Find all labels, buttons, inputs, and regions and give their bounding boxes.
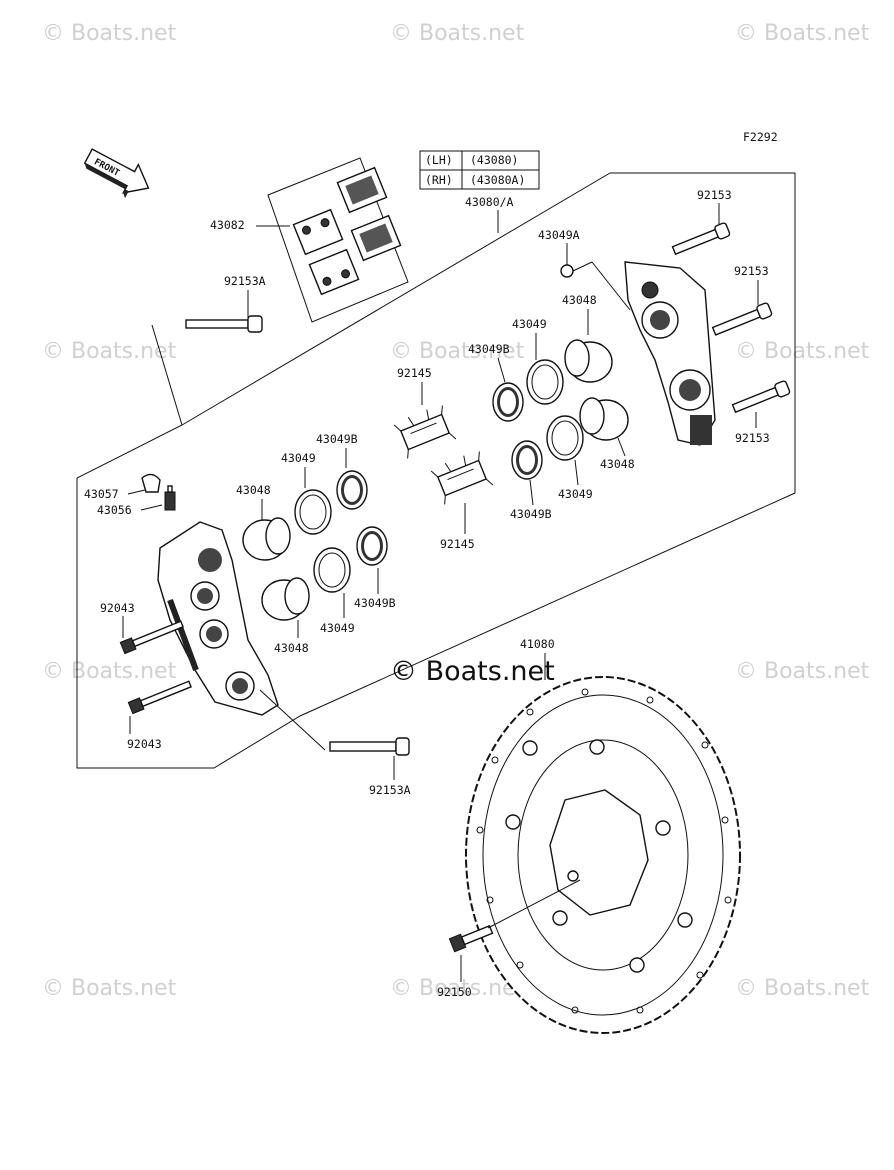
bolt-92043-l2	[127, 680, 192, 715]
watermark: © Boats.net	[42, 976, 177, 1001]
label-pads: 43082	[210, 218, 245, 232]
bolt-92153-r1	[671, 222, 731, 256]
label-seal-r-top-b: 43049B	[468, 342, 510, 356]
seal-43049-l-bot	[313, 547, 351, 593]
piston-43048-l-bot	[261, 577, 310, 621]
caliper-table: (LH) (43080) (RH) (43080A) 43080/A	[419, 150, 540, 233]
label-disc-bolt: 92150	[437, 985, 472, 999]
watermark: © Boats.net	[735, 659, 870, 684]
label-seal-r-bot-b: 43049B	[510, 507, 552, 521]
label-piston-r-bot: 43048	[600, 457, 635, 471]
watermark: © Boats.net	[390, 976, 525, 1001]
assembly-outline	[76, 172, 796, 769]
label-seal-l-top: 43049	[281, 451, 316, 465]
watermark: © Boats.net	[42, 659, 177, 684]
pad-spring-92145-top	[393, 405, 457, 459]
bolt-92153a-lower	[329, 737, 410, 756]
piston-43048-r-bot	[579, 397, 629, 441]
bolt-92153a-upper	[185, 315, 263, 333]
table-cell: (43080)	[470, 153, 518, 167]
label-bolt-l2: 92043	[127, 737, 162, 751]
watermark: © Boats.net	[735, 339, 870, 364]
front-arrow-icon: FRONT	[83, 148, 150, 199]
label-seal-r-bot: 43049	[558, 487, 593, 501]
label-piston-r-top: 43048	[562, 293, 597, 307]
center-watermark: © Boats.net	[390, 656, 555, 687]
left-caliper	[157, 521, 279, 716]
bolt-92153-r3	[731, 380, 791, 414]
label-bolt-r1: 92153	[697, 188, 732, 202]
brake-pads	[267, 157, 409, 323]
right-caliper	[624, 261, 716, 446]
label-bolt-lower: 92153A	[369, 783, 411, 797]
watermark: © Boats.net	[390, 21, 525, 46]
figure-code: F2292	[743, 130, 778, 144]
label-piston-l-bot: 43048	[274, 641, 309, 655]
label-bolt-l1: 92043	[100, 601, 135, 615]
disc-bolt-92150	[448, 924, 494, 953]
watermark: © Boats.net	[390, 339, 525, 364]
label-spring-top: 92145	[397, 366, 432, 380]
assembly-label: 43080/A	[465, 195, 514, 209]
bleeder-valve-43056	[164, 485, 176, 511]
brake-disc-41080	[465, 676, 741, 1034]
table-cell: (43080A)	[470, 173, 525, 187]
watermark-layer: © Boats.net © Boats.net © Boats.net © Bo…	[42, 21, 870, 1001]
seal-43049-r-top	[526, 359, 564, 405]
watermark: © Boats.net	[42, 339, 177, 364]
watermark: © Boats.net	[735, 976, 870, 1001]
seal-43049-r-bot	[546, 415, 584, 461]
label-cap: 43057	[84, 487, 119, 501]
label-bolt-r3: 92153	[735, 431, 770, 445]
pad-spring-92145-bot	[430, 451, 494, 505]
label-spring-bot: 92145	[440, 537, 475, 551]
washer-43049a	[560, 264, 574, 278]
seal-43049-l-top	[294, 489, 332, 535]
watermark: © Boats.net	[735, 21, 870, 46]
bleeder-cap-43057	[141, 473, 161, 493]
label-seal-l-bot-b: 43049B	[354, 596, 396, 610]
label-disc: 41080	[520, 637, 555, 651]
bolt-92153-r2	[711, 302, 773, 336]
table-cell: (LH)	[425, 153, 453, 167]
bolt-92043-l1	[119, 620, 184, 655]
table-cell: (RH)	[425, 173, 453, 187]
label-bolt-r2: 92153	[734, 264, 769, 278]
label-washer-a: 43049A	[538, 228, 580, 242]
piston-43048-l-top	[242, 517, 291, 561]
label-seal-l-top-b: 43049B	[316, 432, 358, 446]
label-seal-l-bot: 43049	[320, 621, 355, 635]
watermark: © Boats.net	[42, 21, 177, 46]
label-piston-l-top: 43048	[236, 483, 271, 497]
label-bleeder: 43056	[97, 503, 132, 517]
label-bolt-upper: 92153A	[224, 274, 266, 288]
piston-43048-r-top	[564, 339, 613, 383]
label-seal-r-top: 43049	[512, 317, 547, 331]
